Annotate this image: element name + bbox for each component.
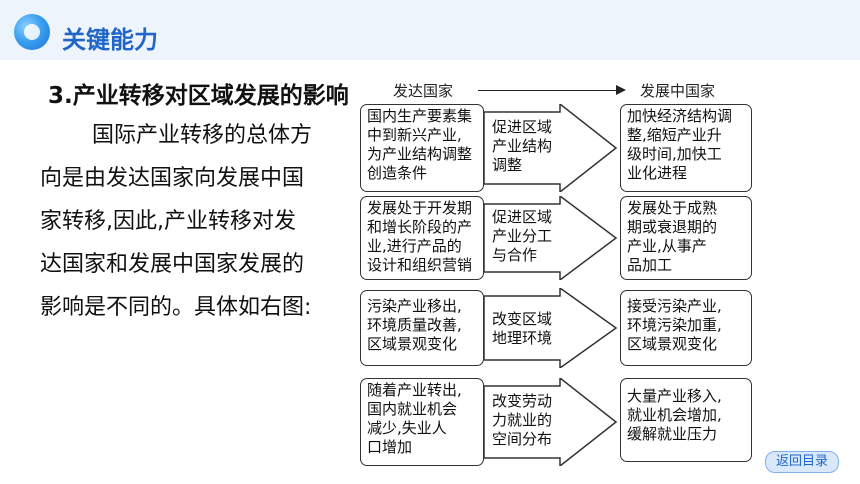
paragraph-line: 影响是不同的。具体如右图: xyxy=(40,295,312,320)
section-title: 3.产业转移对区域发展的影响 xyxy=(48,83,349,109)
flow-arrow: 促进区域 产业结构 调整 xyxy=(484,104,618,192)
left-box-line: 国内就业机会 xyxy=(367,400,458,418)
left-box-line: 随着产业转出, xyxy=(367,381,462,399)
left-box: 随着产业转出, 国内就业机会 减少,失业人 口增加 xyxy=(360,378,484,466)
arrow-line: 空间分布 xyxy=(492,430,553,448)
arrow-line: 地理环境 xyxy=(492,329,553,347)
diagram-left-label: 发达国家 xyxy=(393,82,454,100)
right-box-line: 环境污染加重, xyxy=(627,316,722,334)
right-box-line: 期或衰退期的 xyxy=(627,218,718,236)
left-box-line: 设计和组织营销 xyxy=(367,256,473,274)
right-box: 接受污染产业, 环境污染加重, 区域景观变化 xyxy=(620,290,752,366)
left-box-line: 污染产业移出, xyxy=(367,297,462,315)
right-box-line: 整,缩短产业升 xyxy=(627,126,722,144)
arrow-text: 改变劳动 力就业的 空间分布 xyxy=(492,392,552,449)
arrow-line: 改变区域 xyxy=(492,310,553,328)
arrow-line: 调整 xyxy=(492,156,523,174)
left-box: 发展处于开发期 和增长阶段的产 业,进行产品的 设计和组织营销 xyxy=(360,196,484,280)
direction-arrow-line xyxy=(478,90,618,91)
left-box-line: 区域景观变化 xyxy=(367,335,458,353)
flow-arrow: 改变劳动 力就业的 空间分布 xyxy=(484,378,618,466)
paragraph-line: 向是由发达国家向发展中国 xyxy=(40,166,305,191)
right-box-line: 发展处于成熟 xyxy=(627,199,718,217)
arrow-line: 产业分工 xyxy=(492,227,553,245)
right-box-line: 加快经济结构调 xyxy=(627,107,733,125)
right-box: 大量产业移入, 就业机会增加, 缓解就业压力 xyxy=(620,378,752,462)
right-box-line: 品加工 xyxy=(627,256,673,274)
header-bar xyxy=(0,0,860,60)
right-box-line: 大量产业移入, xyxy=(627,387,722,405)
left-box-line: 业,进行产品的 xyxy=(367,237,462,255)
flow-arrow-shape xyxy=(484,196,618,280)
left-box-line: 口增加 xyxy=(367,438,413,456)
paragraph-line: 国际产业转移的总体方 xyxy=(92,123,313,148)
arrow-line: 改变劳动 xyxy=(492,392,553,410)
paragraph-line: 达国家和发展中国家发展的 xyxy=(40,252,305,277)
intro-paragraph: 国际产业转移的总体方 向是由发达国家向发展中国 家转移,因此,产业转移对发 达国… xyxy=(40,114,370,329)
right-box: 加快经济结构调 整,缩短产业升 级时间,加快工 业化进程 xyxy=(620,104,752,192)
left-box: 国内生产要素集 中到新兴产业, 为产业结构调整 创造条件 xyxy=(360,104,484,192)
right-box-line: 产业,从事产 xyxy=(627,237,707,255)
section-logo-icon xyxy=(14,14,50,50)
arrow-line: 力就业的 xyxy=(492,411,553,429)
left-box-line: 国内生产要素集 xyxy=(367,107,473,125)
left-box-line: 中到新兴产业, xyxy=(367,126,462,144)
right-box-line: 业化进程 xyxy=(627,164,688,182)
header-title: 关键能力 xyxy=(62,26,158,54)
flow-arrow: 促进区域 产业分工 与合作 xyxy=(484,196,618,280)
flow-arrow-shape xyxy=(484,288,618,368)
back-to-contents-button[interactable]: 返回目录 xyxy=(765,451,839,473)
left-box-line: 发展处于开发期 xyxy=(367,199,473,217)
left-box-line: 减少,失业人 xyxy=(367,419,447,437)
left-box: 污染产业移出, 环境质量改善, 区域景观变化 xyxy=(360,290,484,366)
left-box-line: 和增长阶段的产 xyxy=(367,218,473,236)
right-box-line: 缓解就业压力 xyxy=(627,425,718,443)
arrow-line: 促进区域 xyxy=(492,118,553,136)
right-box-line: 级时间,加快工 xyxy=(627,145,722,163)
right-box-line: 接受污染产业, xyxy=(627,297,722,315)
arrow-text: 促进区域 产业分工 与合作 xyxy=(492,208,552,265)
paragraph-line: 家转移,因此,产业转移对发 xyxy=(40,209,296,234)
arrow-text: 改变区域 地理环境 xyxy=(492,310,552,348)
right-box: 发展处于成熟 期或衰退期的 产业,从事产 品加工 xyxy=(620,196,752,280)
arrow-text: 促进区域 产业结构 调整 xyxy=(492,118,552,175)
flow-arrow-shape xyxy=(484,104,618,192)
flow-arrow: 改变区域 地理环境 xyxy=(484,288,618,368)
left-box-line: 创造条件 xyxy=(367,164,428,182)
arrow-line: 促进区域 xyxy=(492,208,553,226)
right-box-line: 区域景观变化 xyxy=(627,335,718,353)
left-box-line: 为产业结构调整 xyxy=(367,145,473,163)
left-box-line: 环境质量改善, xyxy=(367,316,462,334)
arrow-line: 产业结构 xyxy=(492,137,553,155)
diagram-right-label: 发展中国家 xyxy=(640,82,716,100)
flow-arrow-shape xyxy=(484,378,618,466)
direction-arrow-head-icon xyxy=(616,85,626,95)
right-box-line: 就业机会增加, xyxy=(627,406,722,424)
arrow-line: 与合作 xyxy=(492,246,538,264)
